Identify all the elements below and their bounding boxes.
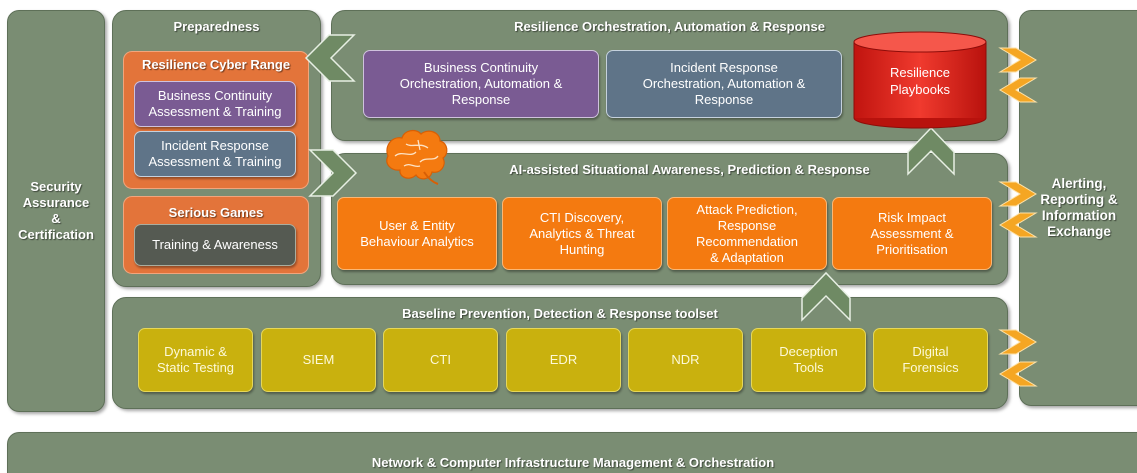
cti-discovery-box: CTI Discovery, Analytics & Threat Huntin… (502, 197, 662, 270)
exchange-arrows-icon (998, 47, 1038, 387)
arrow-up-chevron-icon (907, 126, 955, 176)
forensics-box: Digital Forensics (873, 328, 988, 392)
preparedness-title: Preparedness (173, 19, 260, 34)
cti-box: CTI (383, 328, 498, 392)
deception-box: Deception Tools (751, 328, 866, 392)
ir-assessment-box: Incident Response Assessment & Training (134, 131, 296, 177)
serious-games-title: Serious Games (168, 205, 264, 220)
infrastructure-title: Network & Computer Infrastructure Manage… (371, 455, 775, 470)
training-awareness-box: Training & Awareness (134, 224, 296, 266)
alerting-panel: Alerting, Reporting & Information Exchan… (1019, 10, 1137, 406)
risk-impact-box: Risk Impact Assessment & Prioritisation (832, 197, 992, 270)
brain-icon (386, 129, 448, 185)
ueba-box: User & Entity Behaviour Analytics (337, 197, 497, 270)
siem-box: SIEM (261, 328, 376, 392)
ndr-box: NDR (628, 328, 743, 392)
attack-prediction-box: Attack Prediction, Response Recommendati… (667, 197, 827, 270)
security-assurance-label: Security Assurance & Certification (18, 179, 94, 242)
security-assurance-panel: Security Assurance & Certification (7, 10, 105, 412)
testing-box: Dynamic & Static Testing (138, 328, 253, 392)
infrastructure-panel: Network & Computer Infrastructure Manage… (7, 432, 1137, 473)
bc-orchestration-box: Business Continuity Orchestration, Autom… (363, 50, 599, 118)
bc-assessment-box: Business Continuity Assessment & Trainin… (134, 81, 296, 127)
cyber-range-title: Resilience Cyber Range (141, 57, 291, 72)
edr-box: EDR (506, 328, 621, 392)
playbooks-label: Resilience Playbooks (890, 65, 950, 97)
arrow-left-chevron-icon (304, 34, 356, 82)
database-icon (853, 31, 987, 129)
alerting-label: Alerting, Reporting & Information Exchan… (1040, 176, 1118, 239)
ir-orchestration-box: Incident Response Orchestration, Automat… (606, 50, 842, 118)
situational-title: AI-assisted Situational Awareness, Predi… (509, 162, 870, 177)
orchestration-title: Resilience Orchestration, Automation & R… (514, 19, 825, 34)
arrow-up-chevron-icon (801, 271, 851, 322)
arrow-right-chevron-icon (308, 149, 358, 197)
baseline-title: Baseline Prevention, Detection & Respons… (402, 306, 718, 321)
